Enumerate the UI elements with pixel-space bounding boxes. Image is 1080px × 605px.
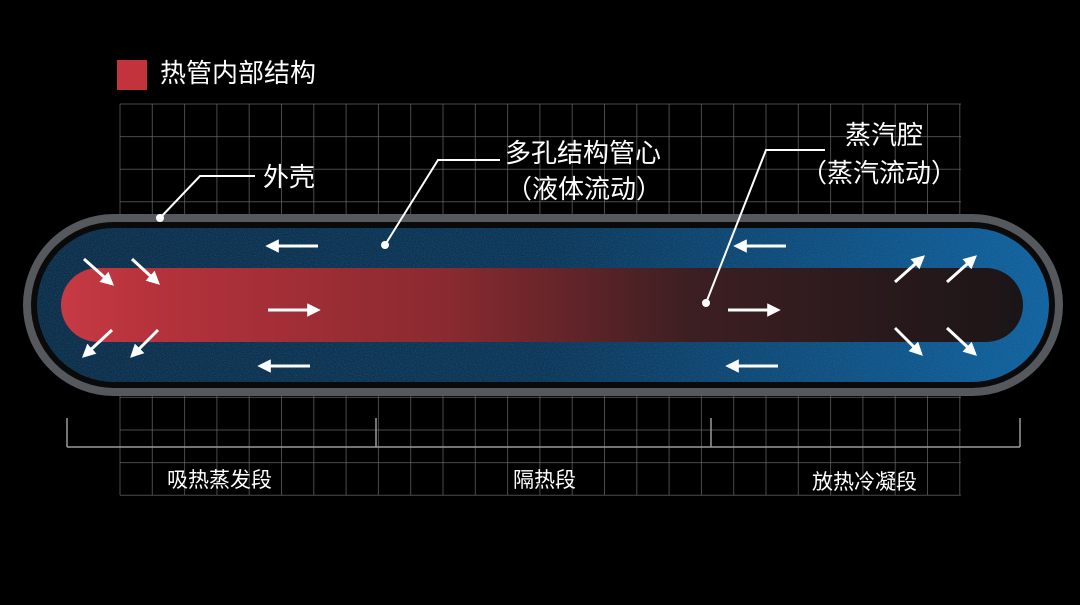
- section-bracket: [66, 418, 1021, 448]
- legend-swatch: [117, 60, 147, 90]
- wick-leader-line: [384, 159, 500, 246]
- section-condenser: 放热冷凝段: [812, 470, 917, 494]
- flow-arrows: [82, 239, 978, 373]
- diagram-title: 热管内部结构: [160, 59, 317, 89]
- vapor-chamber: [61, 268, 1023, 342]
- section-adiabatic: 隔热段: [513, 468, 576, 492]
- shell-leader-dot: [156, 214, 164, 222]
- arrow-icon: [894, 255, 926, 284]
- label-vapor-line2: （蒸汽流动）: [801, 159, 958, 189]
- arrow-icon: [130, 328, 160, 358]
- arrow-icon: [893, 326, 923, 356]
- wick-leader-dot: [381, 241, 389, 249]
- shell-leader-line: [159, 175, 255, 219]
- section-evaporator: 吸热蒸发段: [167, 468, 272, 492]
- arrow-icon: [83, 257, 115, 286]
- arrow-icon: [82, 328, 114, 358]
- arrow-icon: [945, 326, 977, 356]
- label-vapor-line1: 蒸汽腔: [845, 121, 924, 151]
- label-wick-line1: 多孔结构管心: [505, 139, 662, 169]
- label-wick-line2: （液体流动）: [506, 175, 663, 205]
- label-shell: 外壳: [263, 163, 316, 193]
- arrow-icon: [946, 255, 978, 284]
- vapor-leader-dot: [702, 299, 710, 307]
- leader-lines: [156, 149, 825, 307]
- vapor-leader-line: [705, 149, 825, 304]
- arrow-icon: [130, 257, 160, 285]
- heat-pipe: [23, 214, 1063, 396]
